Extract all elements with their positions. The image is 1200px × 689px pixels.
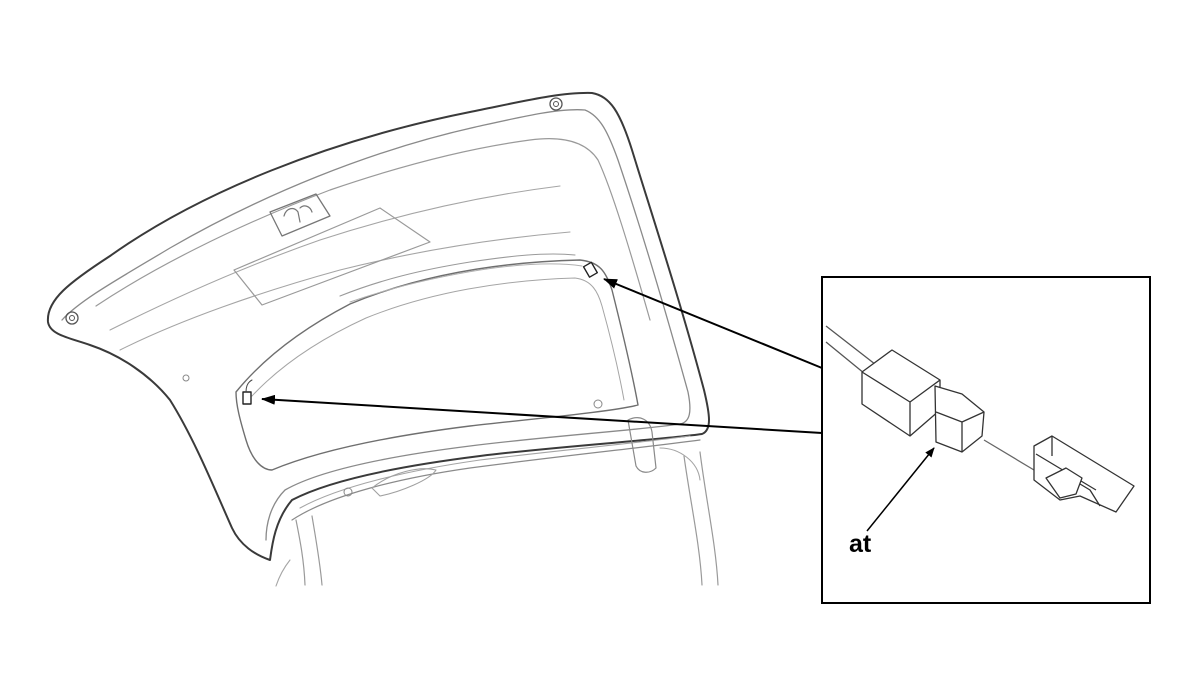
- right-hinge-bracket: [627, 417, 657, 473]
- callout-label-at: at: [849, 530, 872, 558]
- tailgate-outer-outline: [46, 91, 710, 561]
- tailgate-inner-outline: [61, 109, 691, 541]
- left-strut: [295, 515, 323, 586]
- terminal-tab: [1045, 467, 1083, 499]
- clip-hole: [593, 399, 603, 409]
- connector-right-on-lid: [582, 261, 599, 278]
- bolt-top-right: [549, 97, 563, 111]
- leader-arrow-upper: [603, 278, 823, 369]
- lower-sill: [299, 435, 691, 509]
- handle-detail: [283, 205, 313, 223]
- garnish-panel: [233, 207, 431, 306]
- leader-arrow-lower: [261, 394, 823, 434]
- right-strut: [683, 451, 719, 586]
- tailgate-panel-line: [95, 138, 651, 321]
- wiring-channel-upper: [349, 263, 583, 303]
- handle-box: [269, 193, 331, 237]
- terminal-wire: [983, 439, 1035, 471]
- bolt-left: [65, 311, 79, 325]
- clip-hole: [182, 374, 190, 382]
- callout-leader: [866, 447, 935, 532]
- connector-nose: [934, 385, 985, 453]
- lower-loop: [275, 447, 701, 587]
- clip-hole: [343, 487, 353, 497]
- tailgate-illustration: [46, 91, 719, 587]
- connector-wire: [245, 379, 253, 393]
- detail-frame: [821, 276, 1151, 604]
- wiring-channel-upper: [339, 253, 576, 297]
- bolt-left-inner: [69, 315, 75, 321]
- connector-housing-edge: [861, 371, 941, 436]
- connector-nose-edge: [935, 411, 985, 452]
- window-inner-edge: [251, 277, 625, 401]
- tailgate-panel-line: [109, 185, 561, 331]
- tailgate-panel-line: [119, 231, 571, 351]
- connector-left-on-lid: [242, 391, 252, 405]
- bolt-top-right-inner: [553, 101, 559, 107]
- lower-sill-slot: [371, 468, 437, 497]
- lower-sill: [291, 439, 701, 521]
- connector-detail: [825, 325, 1135, 513]
